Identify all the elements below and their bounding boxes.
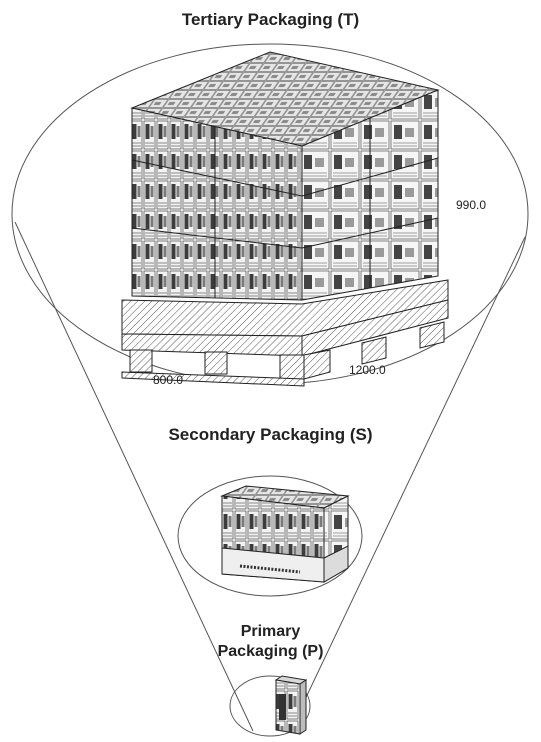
pallet-height-dimension: 990.0	[456, 198, 487, 212]
primary-ellipse	[229, 675, 311, 737]
secondary-ellipse	[177, 475, 363, 597]
primary-packaging-label: Primary Packaging (P)	[0, 622, 541, 662]
pallet-load-illustration	[121, 51, 449, 387]
primary-pack-illustration	[274, 675, 308, 735]
pallet-width-dimension: 800.0	[153, 373, 184, 387]
pallet-length-dimension: 1200.0	[349, 363, 386, 377]
secondary-case-illustration	[220, 485, 350, 583]
primary-packaging-label-line2: Packaging (P)	[217, 643, 324, 660]
primary-packaging-label-line1: Primary	[240, 623, 301, 640]
secondary-packaging-label: Secondary Packaging (S)	[168, 425, 373, 444]
tertiary-packaging-label: Tertiary Packaging (T)	[181, 10, 360, 29]
